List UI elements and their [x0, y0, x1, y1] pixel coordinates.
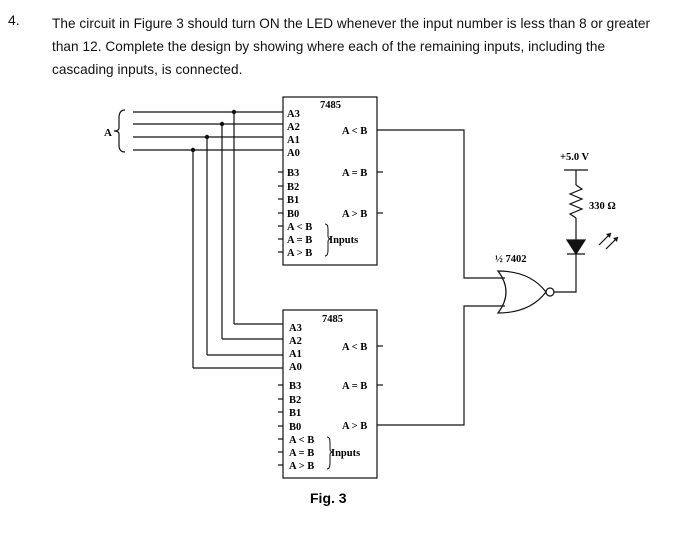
resistor-label: 330 Ω: [589, 201, 616, 212]
chip-top-a2: A2: [287, 122, 300, 133]
chip-top-part: 7485: [320, 100, 341, 111]
chip-bottom-b1: B1: [289, 408, 301, 419]
chip-bottom-a0: A0: [289, 362, 302, 373]
chip-bottom-b0: B0: [289, 422, 301, 433]
chip-bottom-out-gt: A > B: [342, 421, 367, 432]
chip-top-b3: B3: [287, 168, 299, 179]
chip-bottom-b2: B2: [289, 395, 301, 406]
chip-bottom-out-eq: A = B: [342, 381, 367, 392]
chip-top-a1: A1: [287, 135, 300, 146]
chip-top-cascade-label: Inputs: [329, 235, 358, 246]
chip-top-out-lt: A < B: [342, 126, 367, 137]
chip-top-b2: B2: [287, 182, 299, 193]
chip-top-b1: B1: [287, 195, 299, 206]
question-number: 4.: [8, 12, 20, 28]
chip-bottom-cascade-eq: A = B: [289, 448, 314, 459]
figure-caption: Fig. 3: [310, 490, 347, 506]
chip-bottom-a3: A3: [289, 323, 302, 334]
chip-bottom-a2: A2: [289, 336, 302, 347]
chip-top: 7485 A3 A2 A1 A0 B3 B2 B1 B0 A < B A = B…: [287, 100, 367, 259]
chip-bottom-cascade-lt: A < B: [289, 435, 314, 446]
chip-top-b0: B0: [287, 209, 299, 220]
gate-label: ½ 7402: [495, 254, 527, 265]
bus-label: A: [104, 127, 112, 139]
chip-top-out-gt: A > B: [342, 209, 367, 220]
chip-top-cascade-lt: A < B: [287, 222, 312, 233]
chip-bottom: 7485 A3 A2 A1 A0 B3 B2 B1 B0 A < B A = B…: [289, 314, 367, 472]
question-text: The circuit in Figure 3 should turn ON t…: [52, 16, 651, 77]
chip-top-cascade-gt: A > B: [287, 248, 312, 259]
chip-bottom-out-lt: A < B: [342, 342, 367, 353]
chip-bottom-a1: A1: [289, 349, 302, 360]
chip-bottom-b3: B3: [289, 381, 301, 392]
chip-top-a3: A3: [287, 109, 300, 120]
chip-top-cascade-eq: A = B: [287, 235, 312, 246]
chip-top-out-eq: A = B: [342, 168, 367, 179]
chip-bottom-cascade-label: Inputs: [331, 448, 360, 459]
chip-top-a0: A0: [287, 148, 300, 159]
supply-label: +5.0 V: [560, 152, 590, 163]
chip-bottom-part: 7485: [322, 314, 343, 325]
chip-bottom-cascade-gt: A > B: [289, 461, 314, 472]
